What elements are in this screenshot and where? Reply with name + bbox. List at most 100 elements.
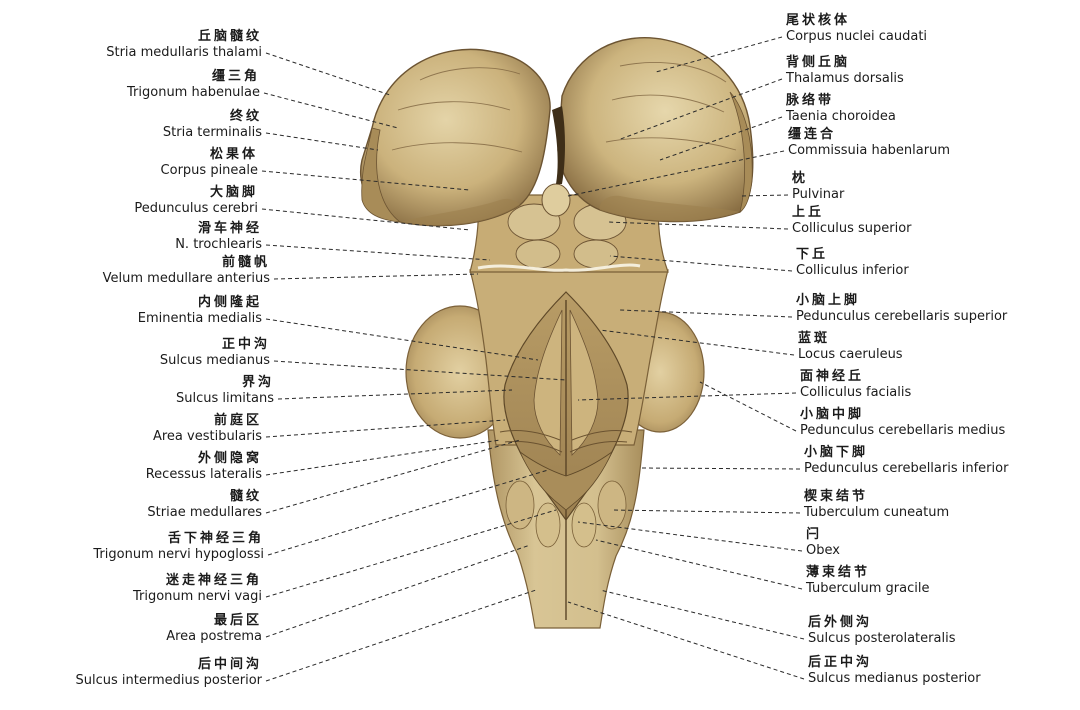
leader-line-corpus-nuclei-caudati: [655, 36, 783, 73]
medial-eminence-left: [533, 309, 563, 456]
label-latin: Sulcus posterolateralis: [808, 631, 956, 646]
leader-line-sulcus-medianus-posterior: [567, 601, 805, 680]
leader-line-taenia-choroidea: [659, 116, 783, 161]
cuneate-tubercle-right: [597, 480, 627, 530]
label-chinese: 缰连合: [788, 127, 837, 142]
label-chinese: 后外侧沟: [808, 615, 873, 630]
label-chinese: 后中间沟: [197, 657, 262, 672]
gracile-tubercle-right: [571, 502, 597, 548]
label-latin: Area vestibularis: [152, 429, 262, 444]
leader-line-n-trochlearis: [265, 244, 491, 261]
inferior-colliculus-left: [515, 239, 561, 269]
label-latin: Sulcus intermedius posterior: [75, 673, 262, 688]
leader-line-tuberculum-cuneatum: [611, 509, 801, 514]
label-latin: Pedunculus cerebellaris medius: [800, 423, 1006, 438]
pineal-body: [541, 183, 571, 217]
label-latin: Commissuia habenlarum: [788, 143, 950, 158]
label-latin: Colliculus facialis: [800, 385, 912, 400]
label-chinese: 前庭区: [213, 413, 262, 428]
label-chinese: 前髓帆: [221, 255, 270, 270]
pulvinar-left: [400, 198, 520, 226]
gracile-tubercle-left: [535, 502, 561, 548]
leader-line-tuberculum-gracile: [595, 539, 803, 590]
label-chinese: 滑车神经: [197, 221, 262, 236]
label-latin: Thalamus dorsalis: [786, 71, 904, 86]
label-chinese: 丘脑髓纹: [197, 29, 262, 44]
label-latin: Taenia choroidea: [786, 109, 896, 124]
label-chinese: 内侧隆起: [197, 295, 262, 310]
label-chinese: 小脑中脚: [800, 407, 865, 422]
label-chinese: 背侧丘脑: [786, 55, 851, 70]
leader-lines: [261, 36, 805, 682]
label-latin: Trigonum nervi vagi: [132, 589, 262, 604]
inferior-colliculus-right: [573, 239, 619, 269]
medial-eminence-right: [569, 309, 599, 456]
label-latin: Velum medullare anterius: [102, 271, 270, 286]
leader-line-trigonum-habenulae: [263, 92, 399, 129]
label-chinese: 蓝斑: [798, 331, 831, 346]
leader-line-colliculus-facialis: [577, 392, 797, 401]
label-latin: Trigonum habenulae: [127, 85, 260, 100]
label-chinese: 尾状核体: [786, 13, 851, 28]
thalamus-left: [360, 48, 551, 227]
thalamus-surface-lines: [391, 62, 737, 153]
thalamus-right: [557, 37, 754, 223]
label-latin: Tuberculum gracile: [806, 581, 930, 596]
caudate-left: [361, 127, 402, 223]
label-latin: Pedunculus cerebri: [134, 201, 258, 216]
label-chinese: 缰三角: [211, 69, 260, 84]
label-latin: Sulcus medianus: [159, 353, 270, 368]
caudate-right: [729, 91, 753, 213]
label-chinese: 界沟: [241, 375, 274, 390]
label-chinese: 小脑下脚: [804, 445, 869, 460]
label-latin: Corpus pineale: [160, 163, 258, 178]
label-latin: Colliculus superior: [792, 221, 912, 236]
label-chinese: 正中沟: [221, 337, 270, 352]
label-latin: Eminentia medialis: [137, 311, 262, 326]
leader-line-locus-caeruleus: [599, 329, 795, 356]
label-latin: Striae medullares: [147, 505, 262, 520]
pulvinar-right: [599, 195, 740, 222]
leader-line-pedunculus-cerebellaris-superior: [619, 309, 793, 318]
label-latin: Sulcus medianus posterior: [808, 671, 981, 686]
cuneate-tubercle-left: [505, 480, 535, 530]
leader-line-area-postrema: [265, 544, 531, 638]
label-chinese: 后正中沟: [808, 655, 873, 670]
leader-line-colliculus-superior: [607, 221, 789, 230]
label-chinese: 髓纹: [229, 489, 262, 504]
leader-line-pedunculus-cerebellaris-medius: [699, 381, 797, 432]
label-latin: Stria terminalis: [162, 125, 262, 140]
leader-line-pulvinar: [739, 194, 789, 197]
label-latin: Stria medullaris thalami: [106, 45, 262, 60]
label-chinese: 终纹: [229, 109, 262, 124]
leader-line-commissuia-habenlarum: [567, 150, 785, 197]
leader-line-obex: [577, 521, 803, 552]
leader-line-pedunculus-cerebellaris-inferior: [639, 467, 801, 470]
label-latin: Locus caeruleus: [798, 347, 903, 362]
calamus-scriptorius: [519, 450, 613, 511]
